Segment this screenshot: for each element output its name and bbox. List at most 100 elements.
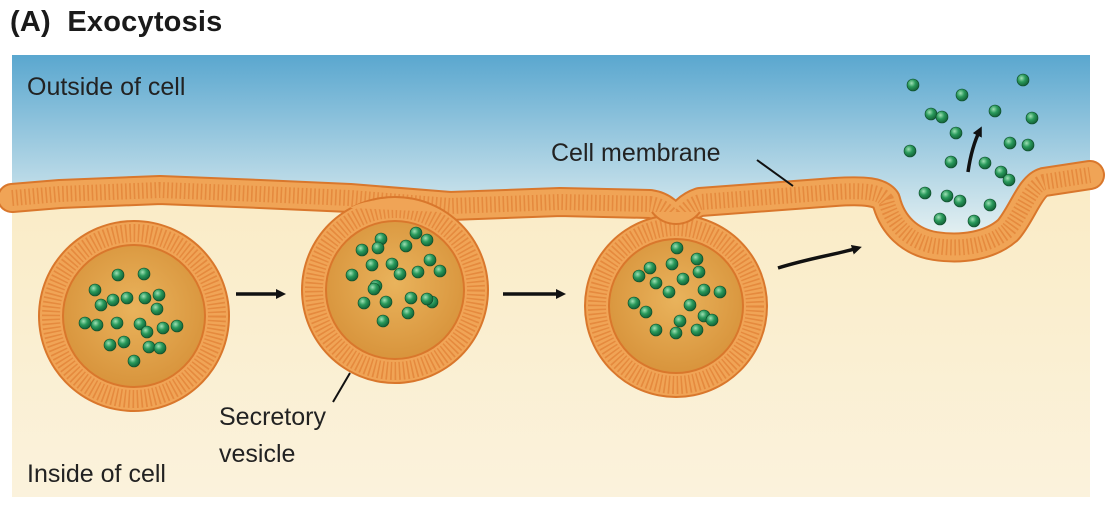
- cargo-molecule: [953, 194, 967, 208]
- cargo-molecule: [140, 325, 154, 339]
- cargo-molecule: [152, 288, 166, 302]
- cargo-molecule: [433, 264, 447, 278]
- cargo-molecule: [153, 341, 167, 355]
- label-secretory: Secretory: [219, 403, 326, 431]
- cargo-molecule: [983, 198, 997, 212]
- secretory-vesicles: [38, 196, 768, 412]
- cargo-molecule: [94, 298, 108, 312]
- cargo-molecule: [1003, 136, 1017, 150]
- cargo-molecule: [627, 296, 641, 310]
- cargo-molecule: [665, 257, 679, 271]
- arrow-step-3: [777, 244, 862, 270]
- cargo-molecule: [137, 267, 151, 281]
- vesicle-lumen: [64, 246, 204, 386]
- cargo-molecule: [955, 88, 969, 102]
- fusion-pore: [651, 211, 701, 225]
- cargo-molecule: [949, 126, 963, 140]
- membrane-leader-line: [756, 159, 794, 187]
- cargo-molecule: [138, 291, 152, 305]
- cargo-molecule: [127, 354, 141, 368]
- arrow-release: [966, 126, 982, 173]
- secretory-vesicle: [38, 220, 230, 412]
- cargo-molecule: [150, 302, 164, 316]
- cargo-molecule: [1016, 73, 1030, 87]
- cargo-molecule: [379, 295, 393, 309]
- cargo-molecule: [357, 296, 371, 310]
- secretory-vesicle: [584, 214, 768, 398]
- cargo-molecule: [423, 253, 437, 267]
- process-arrows: [236, 126, 982, 299]
- cargo-molecule: [690, 252, 704, 266]
- secretory-vesicle: [301, 196, 489, 384]
- label-cell-membrane: Cell membrane: [551, 139, 721, 167]
- cargo-molecule: [670, 241, 684, 255]
- cargo-molecule: [404, 291, 418, 305]
- extracellular-region: [12, 55, 1090, 238]
- vesicle-lumen: [327, 222, 463, 358]
- cargo-molecule: [692, 265, 706, 279]
- cargo-molecule: [673, 314, 687, 328]
- cargo-molecules: [78, 73, 1039, 368]
- cargo-molecule: [355, 243, 369, 257]
- leader-lines: [332, 159, 794, 403]
- cargo-molecule: [111, 268, 125, 282]
- cargo-molecule: [705, 313, 719, 327]
- cargo-molecule: [420, 233, 434, 247]
- cargo-molecule: [88, 283, 102, 297]
- cargo-molecule: [903, 144, 917, 158]
- cargo-molecule: [133, 317, 147, 331]
- cargo-molecule: [924, 107, 938, 121]
- cargo-molecule: [117, 335, 131, 349]
- cargo-molecule: [170, 319, 184, 333]
- cargo-molecule: [639, 305, 653, 319]
- cargo-molecule: [420, 292, 434, 306]
- cargo-molecule: [365, 258, 379, 272]
- cargo-molecule: [345, 268, 359, 282]
- cargo-molecule: [676, 272, 690, 286]
- cargo-molecule: [632, 269, 646, 283]
- cargo-molecule: [376, 314, 390, 328]
- cargo-molecule: [697, 283, 711, 297]
- cargo-molecule: [1002, 173, 1016, 187]
- cargo-molecule: [967, 214, 981, 228]
- cargo-molecule: [78, 316, 92, 330]
- cargo-molecule: [385, 257, 399, 271]
- cell-membrane: [0, 160, 1105, 263]
- cargo-molecule: [649, 276, 663, 290]
- cargo-molecule: [940, 189, 954, 203]
- cargo-molecule: [935, 110, 949, 124]
- label-inside-of-cell: Inside of cell: [27, 460, 166, 488]
- cargo-molecule: [156, 321, 170, 335]
- label-outside-of-cell: Outside of cell: [27, 73, 185, 101]
- cargo-molecule: [399, 239, 413, 253]
- cargo-molecule: [994, 165, 1008, 179]
- cargo-molecule: [988, 104, 1002, 118]
- cargo-molecule: [978, 156, 992, 170]
- cargo-molecule: [683, 298, 697, 312]
- vesicle-leader-line: [332, 372, 351, 403]
- cargo-molecule: [690, 323, 704, 337]
- cargo-molecule: [103, 338, 117, 352]
- cargo-molecule: [906, 78, 920, 92]
- cargo-molecule: [120, 291, 134, 305]
- cargo-molecule: [643, 261, 657, 275]
- cargo-molecule: [662, 285, 676, 299]
- cargo-molecule: [409, 226, 423, 240]
- cargo-molecule: [649, 323, 663, 337]
- cargo-molecule: [1021, 138, 1035, 152]
- label-vesicle: vesicle: [219, 440, 295, 468]
- cargo-molecule: [944, 155, 958, 169]
- cargo-molecule: [367, 282, 381, 296]
- fusion-joint: [350, 199, 440, 212]
- cargo-molecule: [371, 241, 385, 255]
- membrane-lipid-stripes: [11, 167, 1092, 256]
- cargo-molecule: [110, 316, 124, 330]
- figure-title: (A) Exocytosis: [10, 6, 223, 38]
- cargo-molecule: [393, 267, 407, 281]
- cargo-molecule: [669, 326, 683, 340]
- cargo-molecule: [142, 340, 156, 354]
- cargo-molecule: [1025, 111, 1039, 125]
- cargo-molecule: [401, 306, 415, 320]
- cargo-molecule: [918, 186, 932, 200]
